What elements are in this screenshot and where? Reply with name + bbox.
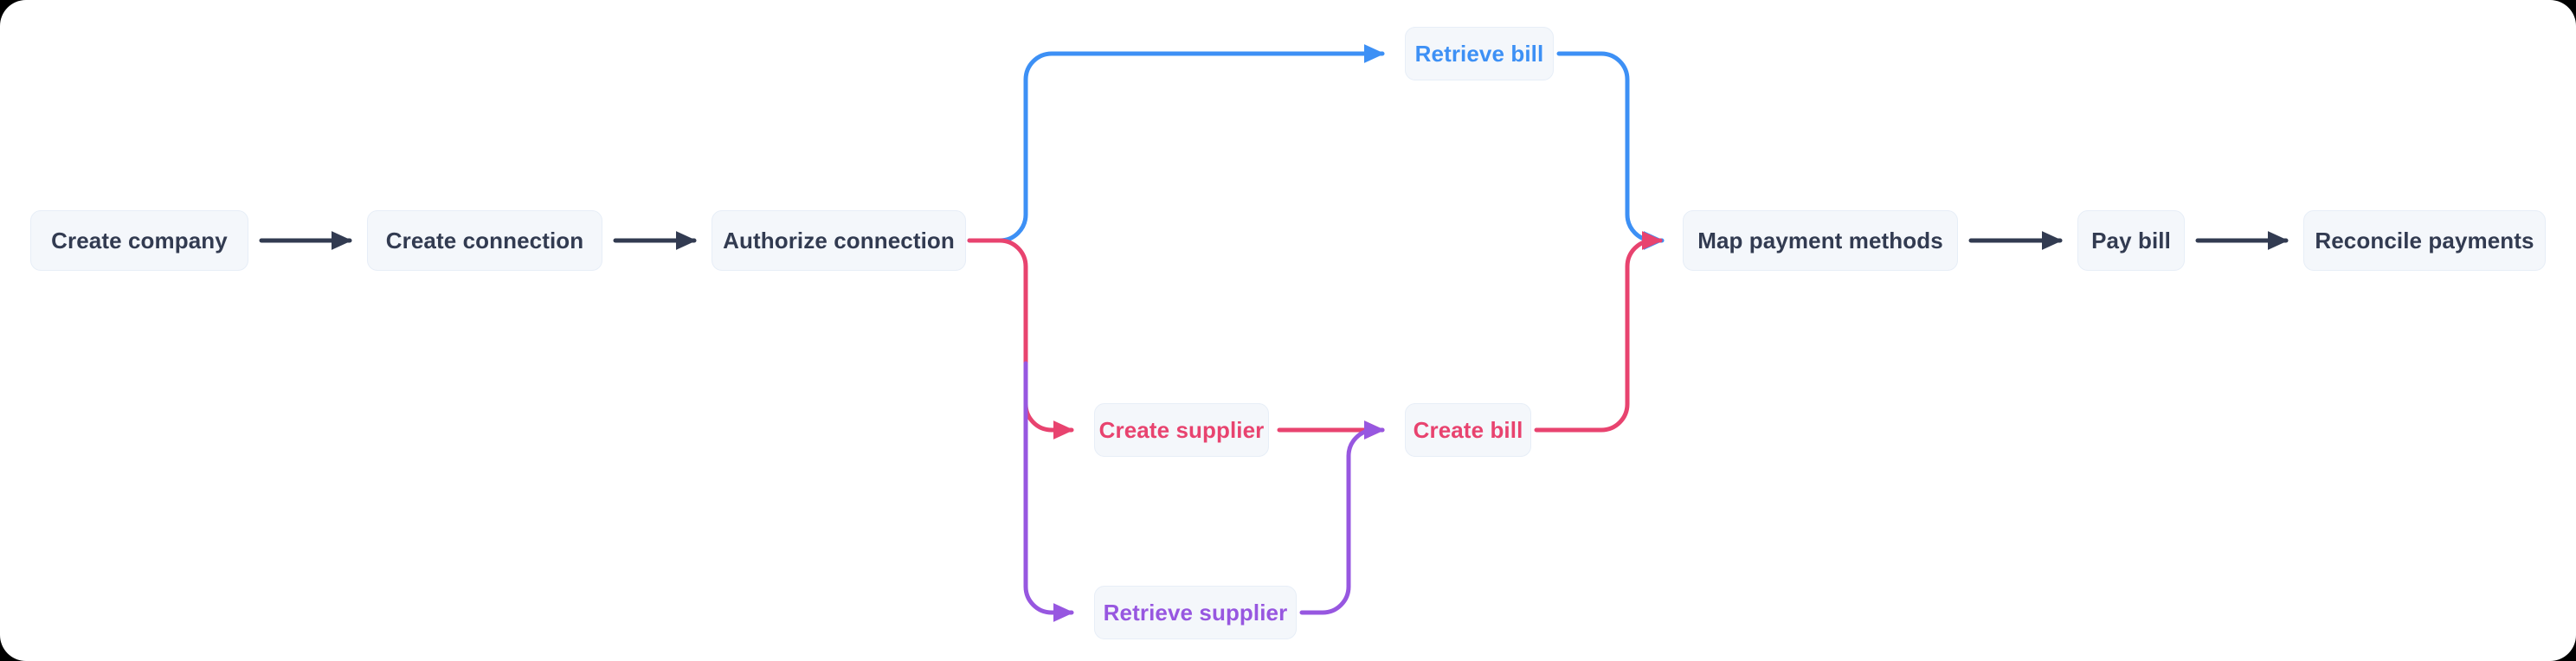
node-label: Map payment methods (1697, 227, 1943, 253)
node-pay-bill[interactable]: Pay bill (2077, 210, 2185, 271)
node-create-company[interactable]: Create company (30, 210, 248, 271)
node-map-payment-methods[interactable]: Map payment methods (1683, 210, 1958, 271)
edge-authorize-connection-to-create-supplier (967, 238, 1074, 440)
edge-authorize-connection-to-retrieve-bill (967, 44, 1385, 243)
edge-retrieve-supplier-to-create-bill (1299, 420, 1385, 615)
node-label: Retrieve supplier (1103, 599, 1288, 626)
node-label: Reconcile payments (2315, 227, 2534, 253)
node-label: Create bill (1413, 416, 1523, 443)
edge-retrieve-bill-to-map-payment-methods (1556, 51, 1665, 250)
node-retrieve-supplier[interactable]: Retrieve supplier (1094, 586, 1297, 639)
node-create-connection[interactable]: Create connection (367, 210, 602, 271)
node-label: Create connection (385, 227, 584, 253)
node-reconcile-payments[interactable]: Reconcile payments (2303, 210, 2546, 271)
node-create-bill[interactable]: Create bill (1405, 403, 1531, 457)
node-label: Create company (51, 227, 228, 253)
node-label: Authorize connection (723, 227, 955, 253)
node-label: Create supplier (1098, 416, 1265, 443)
node-label: Retrieve bill (1414, 40, 1544, 67)
node-create-supplier[interactable]: Create supplier (1094, 403, 1269, 457)
edge-authorize-connection-to-retrieve-supplier (1023, 361, 1074, 622)
node-retrieve-bill[interactable]: Retrieve bill (1405, 27, 1554, 80)
edge-create-bill-to-map-payment-methods (1534, 231, 1663, 433)
node-label: Pay bill (2091, 227, 2171, 253)
node-authorize-connection[interactable]: Authorize connection (712, 210, 966, 271)
